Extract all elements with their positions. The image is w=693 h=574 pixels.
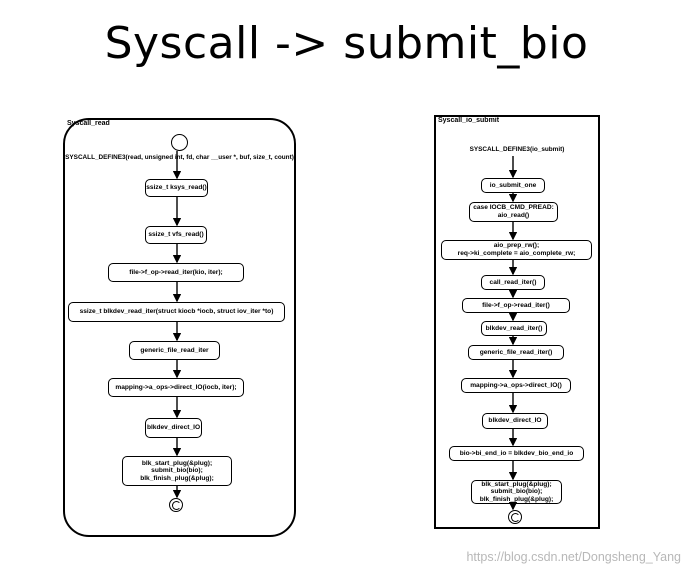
left-header-syscall-define: SYSCALL_DEFINE3(read, unsigned int, fd, … bbox=[65, 154, 294, 161]
left-step-ksys-read: ssize_t ksys_read() bbox=[145, 179, 208, 197]
right-step-blkdev-read-iter: blkdev_read_iter() bbox=[481, 321, 547, 336]
right-step-bi-end-io: bio->bi_end_io = blkdev_bio_end_io bbox=[449, 446, 584, 461]
right-step-submit-bio: blk_start_plug(&plug); submit_bio(bio); … bbox=[471, 480, 562, 504]
right-step-direct-io-call: mapping->a_ops->direct_IO() bbox=[461, 378, 571, 393]
syscall-io-submit-panel bbox=[434, 115, 600, 529]
left-step-generic-file-read-iter: generic_file_read_iter bbox=[129, 341, 220, 360]
watermark-url: https://blog.csdn.net/Dongsheng_Yang bbox=[466, 550, 681, 564]
left-end-node bbox=[169, 498, 183, 512]
left-step-vfs-read: ssize_t vfs_read() bbox=[145, 226, 207, 244]
right-end-node bbox=[508, 510, 522, 524]
left-step-blkdev-read-iter: ssize_t blkdev_read_iter(struct kiocb *i… bbox=[68, 302, 285, 322]
syscall-io-submit-panel-label: Syscall_io_submit bbox=[438, 117, 500, 124]
diagram-title: Syscall -> submit_bio bbox=[104, 18, 589, 69]
right-step-call-read-iter: call_read_iter() bbox=[481, 275, 545, 290]
right-step-aio-prep-rw: aio_prep_rw(); req->ki_complete = aio_co… bbox=[441, 240, 592, 260]
right-step-f-op-read-iter: file->f_op->read_iter() bbox=[462, 298, 570, 313]
left-step-submit-bio: blk_start_plug(&plug); submit_bio(bio); … bbox=[122, 456, 232, 486]
left-step-direct-io-call: mapping->a_ops->direct_IO(iocb, iter); bbox=[108, 378, 244, 397]
left-start-node bbox=[171, 134, 188, 151]
right-header-syscall-define: SYSCALL_DEFINE3(io_submit) bbox=[469, 146, 565, 153]
right-step-aio-read: case IOCB_CMD_PREAD: aio_read() bbox=[469, 202, 558, 222]
right-step-io-submit-one: io_submit_one bbox=[481, 178, 545, 193]
syscall-read-panel bbox=[63, 118, 296, 537]
left-step-f-op-read-iter: file->f_op->read_iter(kio, iter); bbox=[108, 263, 244, 282]
syscall-read-panel-label: Syscall_read bbox=[67, 120, 110, 127]
right-step-blkdev-direct-io: blkdev_direct_IO bbox=[482, 413, 548, 429]
right-step-generic-file-read-iter: generic_file_read_iter() bbox=[468, 345, 564, 360]
left-step-blkdev-direct-io: blkdev_direct_IO bbox=[145, 418, 202, 438]
